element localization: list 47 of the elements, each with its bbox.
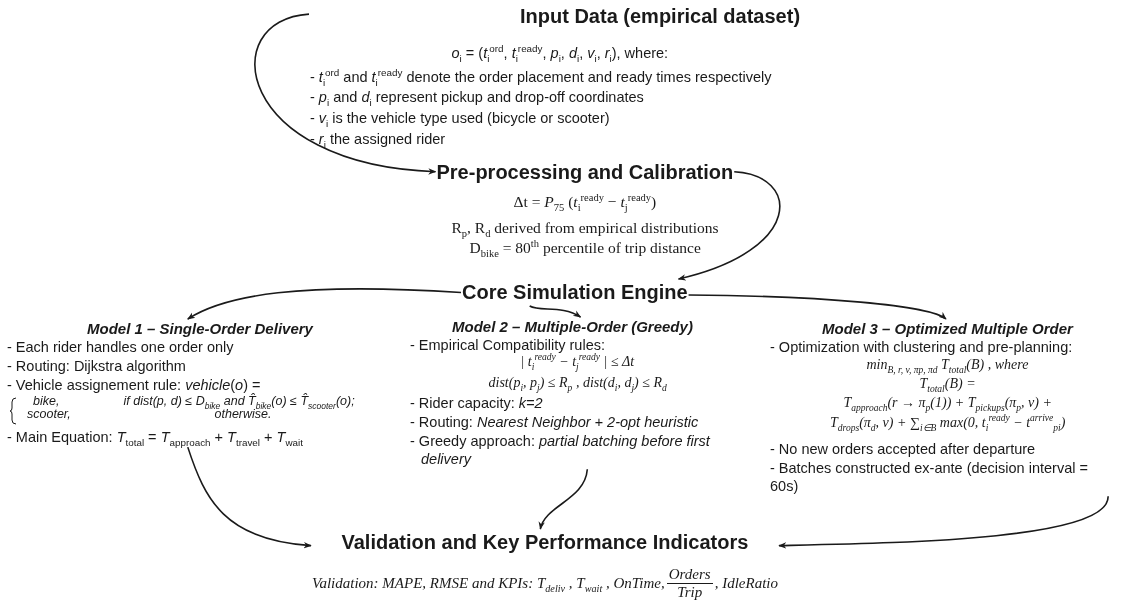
formula-text: bike,: [33, 394, 60, 409]
bullet-text: - r$_{i}$ the assigned rider: [310, 130, 446, 149]
section-heading: Validation and Key Performance Indicators: [341, 530, 749, 555]
arrow: [687, 294, 947, 320]
bullet-text: - Each rider handles one order only: [7, 338, 234, 357]
formula-text: T$_{approach}$(r → π$_{p}$(1)) + T$_{pickups}$(π$_{p}$, v) +: [843, 394, 1052, 412]
formula-text: if dist(p, d) ≤ D$_{bike}$ and T̂$_{bike}$(o) ≤ T̂$_{scooter}$(o);: [123, 394, 355, 410]
formula-text: , IdleRatio: [714, 575, 779, 592]
arrow: [539, 468, 589, 530]
bullet-text: - v$_{i}$ is the vehicle type used (bicycle or scooter): [310, 109, 610, 128]
formula-text: T$_{drops}$(π$_{d}$, v) + ∑$_{i∈B}$ max(0, t$_{i}$$^{ready}$ − t$^{arrive}$$_{pi}$): [830, 414, 1066, 432]
bullet-text: - Main Equation: T$_{total}$ = T$_{approach}$ + T$_{travel}$ + T$_{wait}$: [7, 428, 303, 447]
model-heading: Model 3 – Optimized Multiple Order: [822, 320, 1073, 339]
bullet-text: - t$_{i}$$^{ord}$ and t$_{i}$$^{ready}$ denote the order placement and ready times respectively: [310, 68, 772, 87]
bullet-text: - Empirical Compatibility rules:: [410, 336, 605, 354]
formula-text: R$_{p}$, R$_{d}$ derived from empirical distributions: [451, 218, 719, 238]
section-heading: Pre-processing and Calibration: [436, 160, 734, 185]
bullet-text: - p$_{i}$ and d$_{i}$ represent pickup and drop-off coordinates: [310, 88, 644, 107]
formula-text: scooter,: [27, 407, 71, 423]
formula-text: dist(p$_{i}$, p$_{j}$) ≤ R$_{p}$ , dist(d$_{i}$, d$_{j}$) ≤ R$_{d}$: [488, 374, 667, 392]
bullet-text: - Greedy approach: partial batching before first delivery: [410, 432, 712, 469]
arrow: [778, 495, 1109, 549]
arrow: [187, 446, 312, 549]
formula-text: Validation: MAPE, RMSE and KPIs: T$_{deliv}$ , T$_{wait}$ , OnTime,: [311, 575, 665, 592]
formula-text: Trip: [677, 584, 703, 601]
bullet-text: - Rider capacity: k=2: [410, 394, 543, 413]
arrow: [677, 170, 781, 281]
section-heading: Input Data (empirical dataset): [520, 4, 801, 29]
bullet-text: - Batches constructed ex-ante (decision interval = 60s): [770, 459, 1089, 496]
formula-text: D$_{bike}$ = 80$^{th}$ percentile of trip distance: [469, 238, 701, 258]
arrow: [254, 13, 437, 175]
bullet-text: - Routing: Nearest Neighbor + 2-opt heuristic: [410, 413, 699, 432]
bullet-text: - No new orders accepted after departure: [770, 440, 1036, 459]
model-heading: Model 1 – Single-Order Delivery: [87, 320, 313, 339]
formula-text: min$_{B, r, v, πp, πd}$ T$_{total}$(B) , where: [866, 356, 1029, 374]
arrow: [187, 288, 462, 320]
formula-text: o$_{i}$ = (t$_{i}$$^{ord}$, t$_{i}$$^{ready}$, p$_{i}$, d$_{i}$, v$_{i}$, r$_{i}$), where:: [451, 44, 669, 63]
formula-text: | t$_{i}$$^{ready}$ − t$_{j}$$^{ready}$ | ≤ Δt: [520, 353, 635, 371]
bullet-text: - Routing: Dijkstra algorithm: [7, 357, 186, 376]
model-heading: Model 2 – Multiple-Order (Greedy): [452, 318, 693, 337]
formula-text: Δt = P$_{75}$ (t$_{i}$$^{ready}$ − t$_{j}$$^{ready}$): [513, 192, 657, 212]
arrow: [528, 305, 582, 318]
formula-text: T$_{total}$(B) =: [919, 375, 976, 393]
section-heading: Core Simulation Engine: [462, 280, 688, 305]
formula-text: Orders: [666, 566, 713, 584]
bullet-text: - Vehicle assignement rule: vehicle(o) =: [7, 376, 261, 393]
bullet-text: - Optimization with clustering and pre-planning:: [770, 338, 1073, 357]
